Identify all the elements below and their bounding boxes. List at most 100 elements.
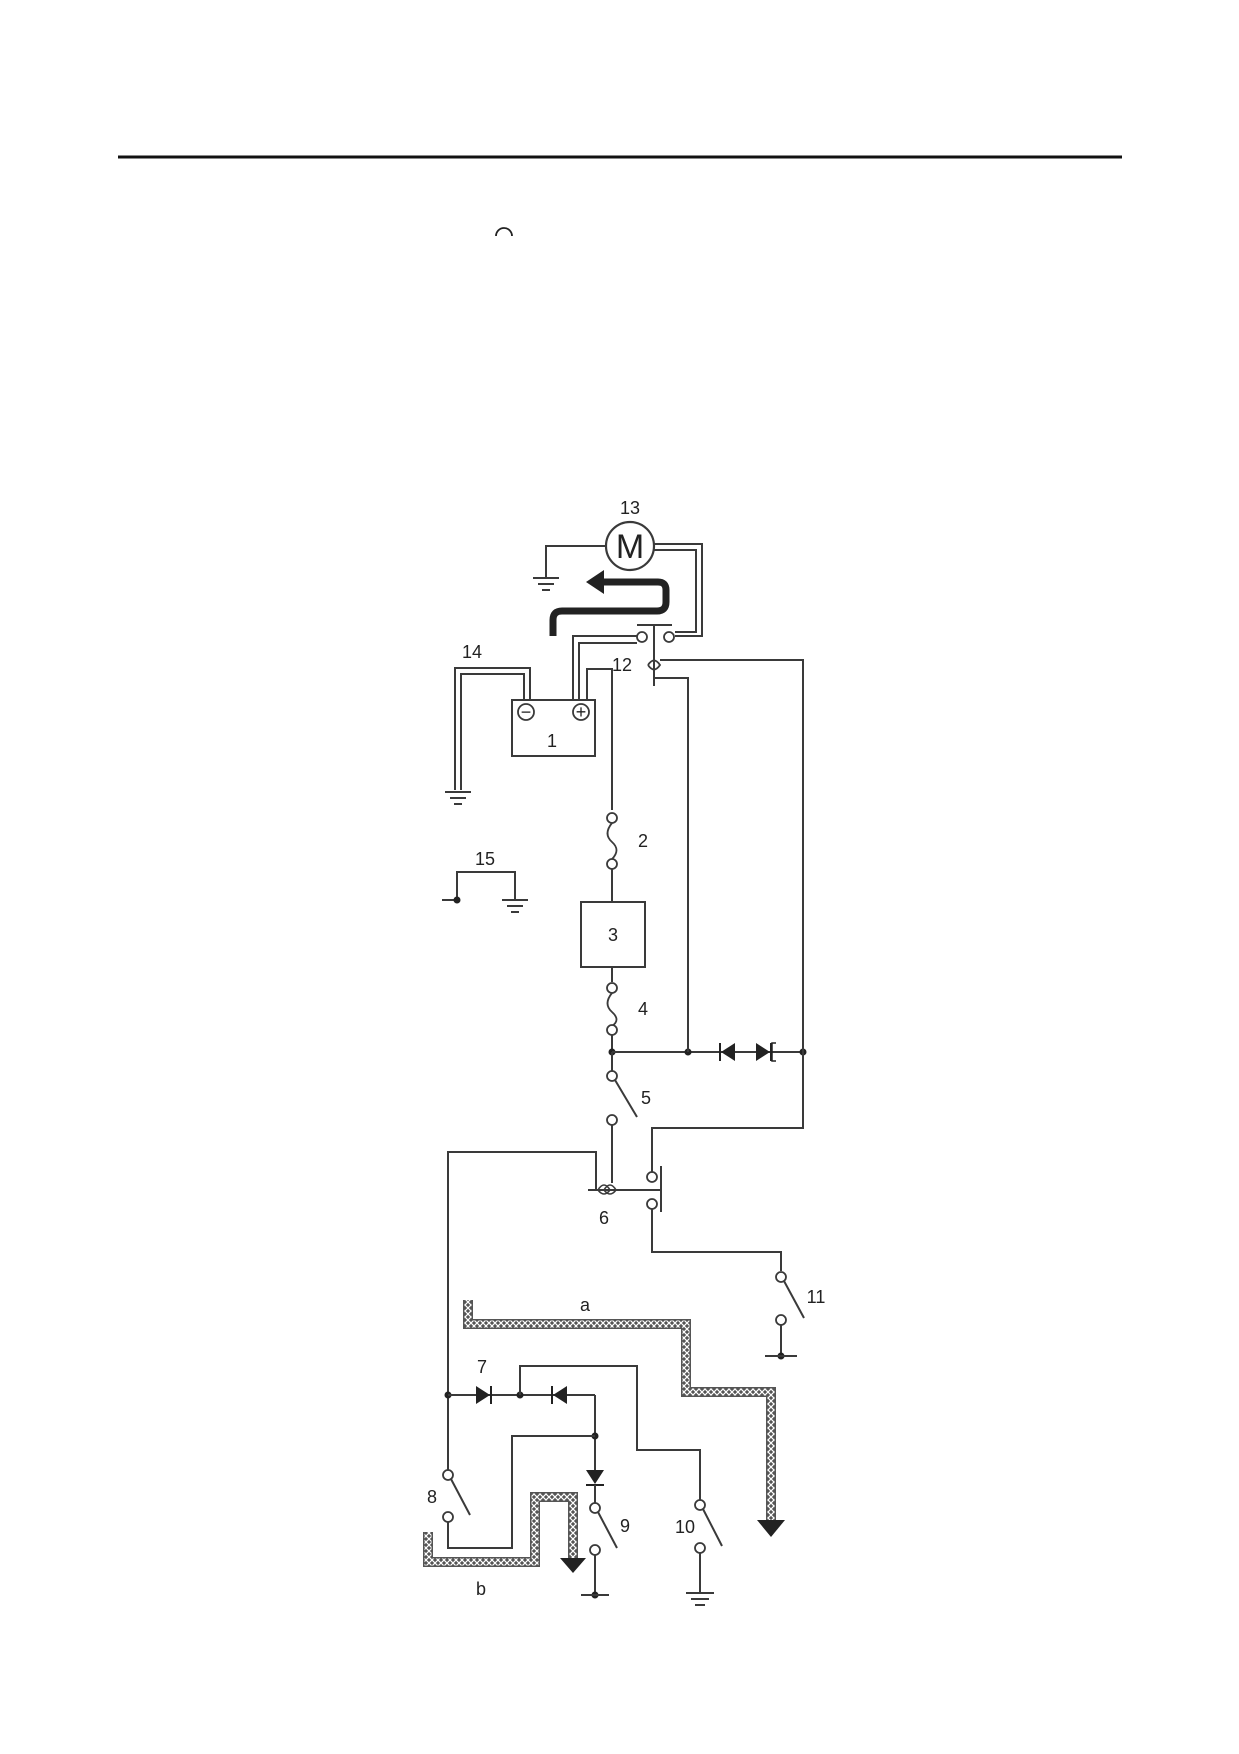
switch-8: 8: [427, 1469, 471, 1523]
label-3: 3: [608, 925, 618, 945]
relay-12-coil-wire: [654, 677, 689, 1052]
diode-7: 7: [476, 1357, 567, 1404]
diode-upper-left-icon: [721, 1043, 735, 1061]
motor-feed-wire-inner: [654, 549, 697, 633]
switch-5-blade: [614, 1079, 638, 1118]
relay-6-terminal-top: [646, 1171, 658, 1183]
switch-9-terminal-top: [589, 1502, 601, 1514]
relay-12-terminal-right: [663, 631, 675, 643]
label-7: 7: [477, 1357, 487, 1377]
diode-upper-right-icon: [756, 1043, 770, 1061]
fuse-4-element-icon: [606, 992, 618, 1027]
fuse-4: 4: [606, 982, 648, 1036]
relay6-to-switch11-wire: [651, 1209, 782, 1271]
flow-path-b-body: [423, 1492, 578, 1567]
starter-motor: M 13: [533, 498, 703, 637]
switch-10-blade: [702, 1508, 723, 1547]
label-12: 12: [612, 655, 632, 675]
motor-symbol: M: [616, 528, 644, 566]
fuse-4-terminal-top: [606, 982, 618, 994]
relay-6-coil-return-wire: [447, 1151, 597, 1470]
main-fuse: 2: [606, 812, 648, 870]
battery-negative-terminal: [517, 703, 535, 721]
ground-lead-inner: [460, 673, 525, 790]
battery-to-relay-wire-inner: [578, 642, 637, 700]
label-14: 14: [462, 642, 482, 662]
label-9: 9: [620, 1516, 630, 1536]
flow-path-a-body: [463, 1300, 776, 1522]
starter-current-flow-arrow: [549, 578, 670, 636]
flow-path-b: b: [423, 1492, 586, 1599]
label-6: 6: [599, 1208, 609, 1228]
motor-ground-wire: [545, 545, 606, 578]
flow-path-a-arrowhead: [757, 1520, 785, 1537]
switch-11-terminal-bottom: [775, 1314, 787, 1326]
battery-main-wire: [586, 668, 613, 810]
diode-upper-right-bracket: [771, 1042, 776, 1062]
ground-15-icon: [502, 899, 528, 913]
flow-path-b-hatch: [424, 1493, 577, 1566]
label-b: b: [476, 1579, 486, 1599]
diode7-to-switch10-wire: [519, 1365, 701, 1500]
label-10: 10: [675, 1517, 695, 1537]
motor-feed-wire: [654, 543, 703, 637]
label-8: 8: [427, 1487, 437, 1507]
label-15: 15: [475, 849, 495, 869]
label-2: 2: [638, 831, 648, 851]
label-1: 1: [547, 731, 557, 751]
fuse-2-terminal-top: [606, 812, 618, 824]
switch-10-terminal-top: [694, 1499, 706, 1511]
flow-path-a-hatch: [464, 1300, 775, 1522]
ground-lead-outer: [454, 667, 531, 790]
flow-path-b-arrowhead: [560, 1558, 586, 1573]
switch-9-terminal-bottom: [589, 1544, 601, 1556]
label-5: 5: [641, 1088, 651, 1108]
diode-7-left-icon: [476, 1386, 490, 1404]
fuse-2-terminal-bottom: [606, 858, 618, 870]
fuse-4-terminal-bottom: [606, 1024, 618, 1036]
starter-current-flow-arrowhead: [586, 570, 604, 594]
switch-5-terminal-bottom: [606, 1114, 618, 1126]
label-11: 11: [807, 1287, 826, 1307]
switch-5-terminal-top: [606, 1070, 618, 1082]
fuse-2-element-icon: [606, 822, 618, 860]
diode-pair-upper: [719, 1042, 776, 1062]
switch-9-diode-icon: [586, 1470, 604, 1484]
switch-8-terminal-top: [442, 1469, 454, 1481]
battery: 1 − +: [511, 699, 596, 757]
relay-6-terminal-bottom: [646, 1198, 658, 1210]
ground-15-wire: [442, 871, 516, 901]
header-mark-icon: [495, 227, 513, 237]
component-3-box: [580, 901, 646, 968]
relay-6: 6: [588, 1166, 662, 1228]
ground-15-node: [453, 896, 461, 904]
relay-12-coil-icon: [647, 659, 662, 671]
switch-10: 10: [675, 1499, 723, 1606]
ground-lead: 14: [445, 642, 531, 805]
starter-relay: 12: [612, 624, 675, 686]
battery-to-relay-wire: [572, 635, 637, 700]
ground-15: 15: [442, 849, 528, 913]
switch-5: 5: [606, 1052, 651, 1126]
battery-positive-terminal: [572, 703, 590, 721]
switch9-to-switch8-loop-wire: [447, 1435, 595, 1549]
switch-11: 11: [765, 1271, 826, 1360]
label-a: a: [580, 1295, 591, 1315]
relay-12-terminal-left: [636, 631, 648, 643]
switch-10-terminal-bottom: [694, 1542, 706, 1554]
flow-path-a: a: [463, 1295, 785, 1537]
battery-ground-icon: [445, 791, 471, 805]
component-3: 3: [580, 901, 646, 968]
motor-ground-icon: [533, 577, 559, 591]
switch-11-terminal-top: [775, 1271, 787, 1283]
switch-11-blade: [783, 1280, 805, 1319]
label-4: 4: [638, 999, 648, 1019]
battery-positive-icon: +: [576, 702, 587, 722]
relay-12-return-wire: [651, 659, 804, 1172]
diode-7-right-icon: [553, 1386, 567, 1404]
switch-10-ground-icon: [686, 1592, 714, 1606]
battery-negative-icon: −: [521, 702, 532, 722]
switch-8-terminal-bottom: [442, 1511, 454, 1523]
relay-6-coil-icon: [597, 1184, 617, 1195]
